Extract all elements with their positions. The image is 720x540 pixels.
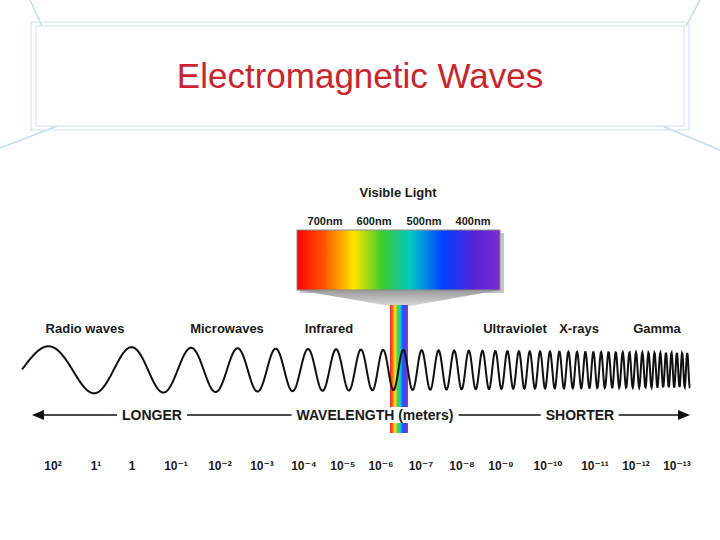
label-anchor: WAVELENGTH (meters) xyxy=(292,406,459,424)
label-anchor: 10⁻³ xyxy=(250,456,274,474)
wavelength-nm: 400nm xyxy=(456,215,491,228)
label-anchor: 700nm xyxy=(308,211,343,229)
label-anchor: 10⁻¹ xyxy=(164,456,188,474)
spectrum-heading: Visible Light xyxy=(359,186,436,201)
tick-label: 10⁻⁴ xyxy=(291,460,317,474)
band-name: Infrared xyxy=(305,322,353,337)
label-anchor: 500nm xyxy=(407,211,442,229)
wavelength-nm: 700nm xyxy=(308,215,343,228)
slide-frame xyxy=(0,0,720,150)
label-anchor: 10⁻⁷ xyxy=(409,456,434,474)
label-anchor: 400nm xyxy=(456,211,491,229)
visible-spectrum-bar xyxy=(297,230,500,290)
arrow-head xyxy=(32,410,44,420)
label-anchor: Infrared xyxy=(305,319,353,337)
title-anchor: Electromagnetic Waves xyxy=(177,56,543,96)
label-anchor: 10⁻² xyxy=(208,456,232,474)
label-anchor: 600nm xyxy=(357,211,392,229)
tick-label: 10⁻³ xyxy=(250,460,274,474)
label-anchor: 10⁻⁶ xyxy=(368,456,393,474)
band-name: Ultraviolet xyxy=(483,322,547,337)
tick-label: 10² xyxy=(44,460,61,474)
tick-label: 10⁻² xyxy=(208,460,232,474)
axis-label: LONGER xyxy=(117,407,187,423)
label-anchor: 10⁻¹⁰ xyxy=(534,456,563,474)
label-anchor: 10⁻⁵ xyxy=(330,456,355,474)
label-anchor: 10⁻¹² xyxy=(622,456,650,474)
tick-label: 10⁻¹⁰ xyxy=(534,460,563,474)
spectrum-funnel xyxy=(297,290,500,306)
tick-label: 10⁻¹ xyxy=(164,460,188,474)
label-anchor: Ultraviolet xyxy=(483,319,547,337)
label-anchor: 10⁻⁸ xyxy=(449,456,474,474)
label-anchor: Gamma xyxy=(633,319,681,337)
axis-label: SHORTER xyxy=(541,407,619,423)
label-anchor: 1¹ xyxy=(91,456,102,474)
label-anchor: Visible Light xyxy=(359,183,436,201)
wavelength-nm: 600nm xyxy=(357,215,392,228)
tick-label: 1 xyxy=(129,460,136,474)
band-name: Gamma xyxy=(633,322,681,337)
band-name: Radio waves xyxy=(46,322,125,337)
frame-line xyxy=(0,125,60,148)
axis-label: WAVELENGTH (meters) xyxy=(292,407,459,423)
label-anchor: LONGER xyxy=(117,406,187,424)
wavelength-nm: 500nm xyxy=(407,215,442,228)
tick-label: 10⁻¹¹ xyxy=(581,460,609,474)
tick-label: 10⁻⁸ xyxy=(449,460,474,474)
tick-label: 10⁻⁹ xyxy=(488,460,513,474)
label-anchor: Microwaves xyxy=(190,319,264,337)
title-panel xyxy=(36,26,684,126)
tick-label: 1¹ xyxy=(91,460,102,474)
label-anchor: X-rays xyxy=(559,319,599,337)
label-anchor: Radio waves xyxy=(46,319,125,337)
tick-label: 10⁻⁷ xyxy=(409,460,434,474)
label-anchor: 10⁻⁴ xyxy=(291,456,317,474)
frame-line xyxy=(31,22,689,130)
label-anchor: 10⁻¹¹ xyxy=(581,456,609,474)
label-anchor: 10⁻⁹ xyxy=(488,456,513,474)
tick-label: 10⁻⁵ xyxy=(330,460,355,474)
label-anchor: 10² xyxy=(44,456,61,474)
arrow-head xyxy=(678,410,690,420)
label-anchor: 10⁻¹³ xyxy=(663,456,691,474)
em-wave xyxy=(22,346,690,393)
band-name: Microwaves xyxy=(190,322,264,337)
slide-title: Electromagnetic Waves xyxy=(177,56,543,96)
frame-line xyxy=(660,125,720,150)
tick-label: 10⁻¹² xyxy=(622,460,650,474)
tick-label: 10⁻⁶ xyxy=(368,460,393,474)
label-anchor: SHORTER xyxy=(541,406,619,424)
band-name: X-rays xyxy=(559,322,599,337)
label-anchor: 1 xyxy=(129,456,136,474)
tick-label: 10⁻¹³ xyxy=(663,460,691,474)
